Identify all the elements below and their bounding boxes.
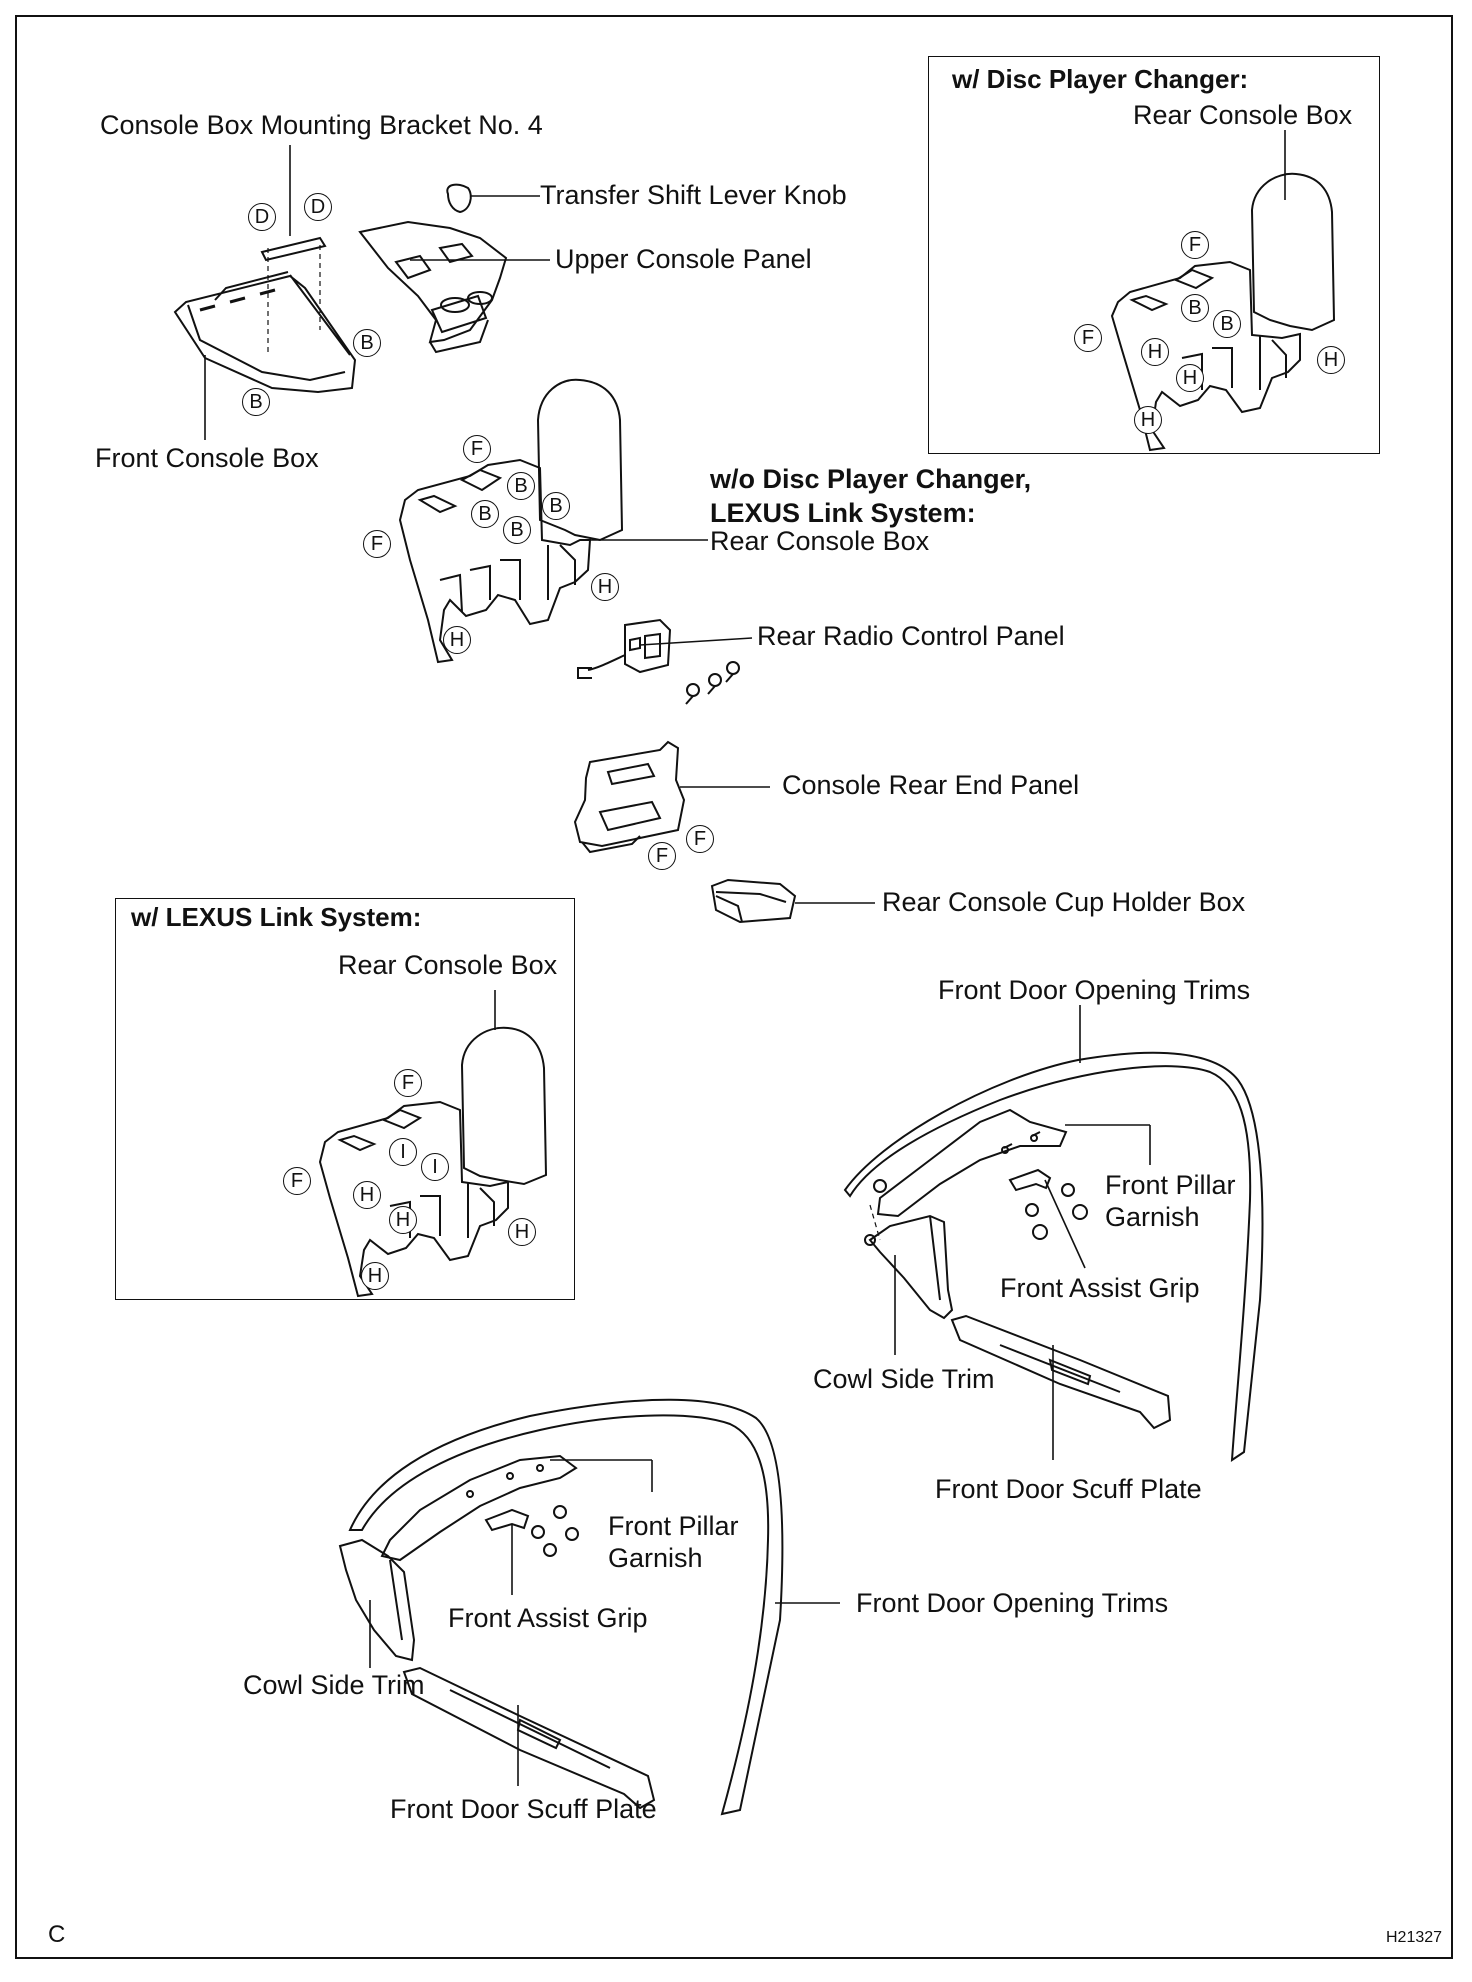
front-assist-grip-upper (1008, 1168, 1052, 1192)
mounting-bracket (260, 236, 327, 262)
label-rear-console-box-main: Rear Console Box (710, 526, 930, 556)
cowl-side-trim-upper (868, 1214, 954, 1320)
marker-d: D (304, 193, 332, 221)
cowl-side-trim-lower (338, 1538, 416, 1662)
marker-h: H (443, 626, 471, 654)
label-assist-grip-lower: Front Assist Grip (448, 1603, 648, 1633)
marker-b: B (542, 492, 570, 520)
marker-h: H (1134, 406, 1162, 434)
diagram-frame (15, 15, 1453, 1959)
rear-console-box-lexus (318, 1026, 548, 1298)
front-door-scuff-plate-upper (950, 1314, 1172, 1430)
marker-b: B (507, 472, 535, 500)
label-transfer-knob: Transfer Shift Lever Knob (540, 180, 847, 210)
marker-i: I (389, 1138, 417, 1166)
marker-f: F (686, 825, 714, 853)
rear-console-cup-holder-box (710, 878, 797, 924)
assist-grip-screws-lower (531, 1505, 579, 1557)
front-door-opening-trims-upper (843, 1051, 1264, 1462)
clip-upper (864, 1179, 887, 1246)
label-scuff-plate-upper: Front Door Scuff Plate (935, 1474, 1202, 1504)
marker-h: H (1176, 364, 1204, 392)
front-door-opening-trims-lower (348, 1398, 784, 1816)
marker-f: F (283, 1167, 311, 1195)
marker-d: D (248, 203, 276, 231)
label-door-trims-upper: Front Door Opening Trims (938, 975, 1251, 1005)
marker-b: B (353, 329, 381, 357)
heading-wo-line1: w/o Disc Player Changer, (710, 464, 1032, 494)
label-scuff-plate-lower: Front Door Scuff Plate (390, 1794, 657, 1824)
marker-f: F (1074, 324, 1102, 352)
label-assist-grip-upper: Front Assist Grip (1000, 1273, 1200, 1303)
marker-h: H (508, 1218, 536, 1246)
label-pillar-upper-1: Front Pillar (1105, 1170, 1236, 1200)
label-upper-console-panel: Upper Console Panel (555, 244, 812, 274)
label-rear-console-box-lexus: Rear Console Box (338, 950, 558, 980)
marker-b: B (1213, 310, 1241, 338)
footer-left-code: C (48, 1921, 66, 1948)
label-cowl-side-trim-upper: Cowl Side Trim (813, 1364, 995, 1394)
transfer-shift-knob (446, 183, 472, 214)
marker-f: F (463, 435, 491, 463)
footer-figure-id: H21327 (1386, 1929, 1443, 1946)
front-door-scuff-plate-lower (402, 1666, 656, 1810)
front-console-box (173, 271, 357, 394)
box-disc-title: w/ Disc Player Changer: (952, 64, 1249, 94)
assist-grip-screws-upper (1025, 1183, 1088, 1240)
marker-h: H (591, 573, 619, 601)
marker-b: B (471, 500, 499, 528)
label-door-trims-lower: Front Door Opening Trims (856, 1588, 1169, 1618)
leader-lines (204, 130, 1286, 1786)
front-pillar-garnish-lower (380, 1454, 578, 1562)
marker-f: F (394, 1069, 422, 1097)
marker-f: F (648, 842, 676, 870)
label-front-console-box: Front Console Box (95, 443, 319, 473)
label-rear-radio-control-panel: Rear Radio Control Panel (757, 621, 1065, 651)
marker-f: F (1181, 231, 1209, 259)
label-pillar-upper-2: Garnish (1105, 1202, 1200, 1232)
inset-box-lexus-link (115, 898, 575, 1300)
inset-box-disc-changer (928, 56, 1380, 454)
marker-b: B (1181, 294, 1209, 322)
marker-f: F (363, 530, 391, 558)
label-console-rear-end-panel: Console Rear End Panel (782, 770, 1080, 800)
label-cowl-side-trim-lower: Cowl Side Trim (243, 1670, 425, 1700)
heading-wo-line2: LEXUS Link System: (710, 498, 976, 528)
marker-h: H (353, 1181, 381, 1209)
rear-console-box-disc (1110, 172, 1336, 452)
label-rear-console-cup-holder-box: Rear Console Cup Holder Box (882, 887, 1246, 917)
label-pillar-lower-2: Garnish (608, 1543, 703, 1573)
marker-b: B (503, 516, 531, 544)
label-console-bracket: Console Box Mounting Bracket No. 4 (100, 110, 543, 140)
marker-h: H (1141, 338, 1169, 366)
rear-radio-control-panel (577, 618, 740, 705)
label-rear-console-box-disc: Rear Console Box (1133, 100, 1353, 130)
rear-console-box-main (398, 378, 624, 664)
console-rear-end-panel (573, 740, 686, 854)
label-pillar-lower-1: Front Pillar (608, 1511, 739, 1541)
marker-h: H (361, 1262, 389, 1290)
front-assist-grip-lower (484, 1508, 530, 1532)
upper-console-panel (358, 220, 508, 354)
box-lexus-title: w/ LEXUS Link System: (131, 902, 422, 932)
marker-i: I (421, 1153, 449, 1181)
marker-b: B (242, 388, 270, 416)
marker-h: H (389, 1206, 417, 1234)
front-pillar-garnish-upper (876, 1108, 1068, 1218)
marker-h: H (1317, 346, 1345, 374)
